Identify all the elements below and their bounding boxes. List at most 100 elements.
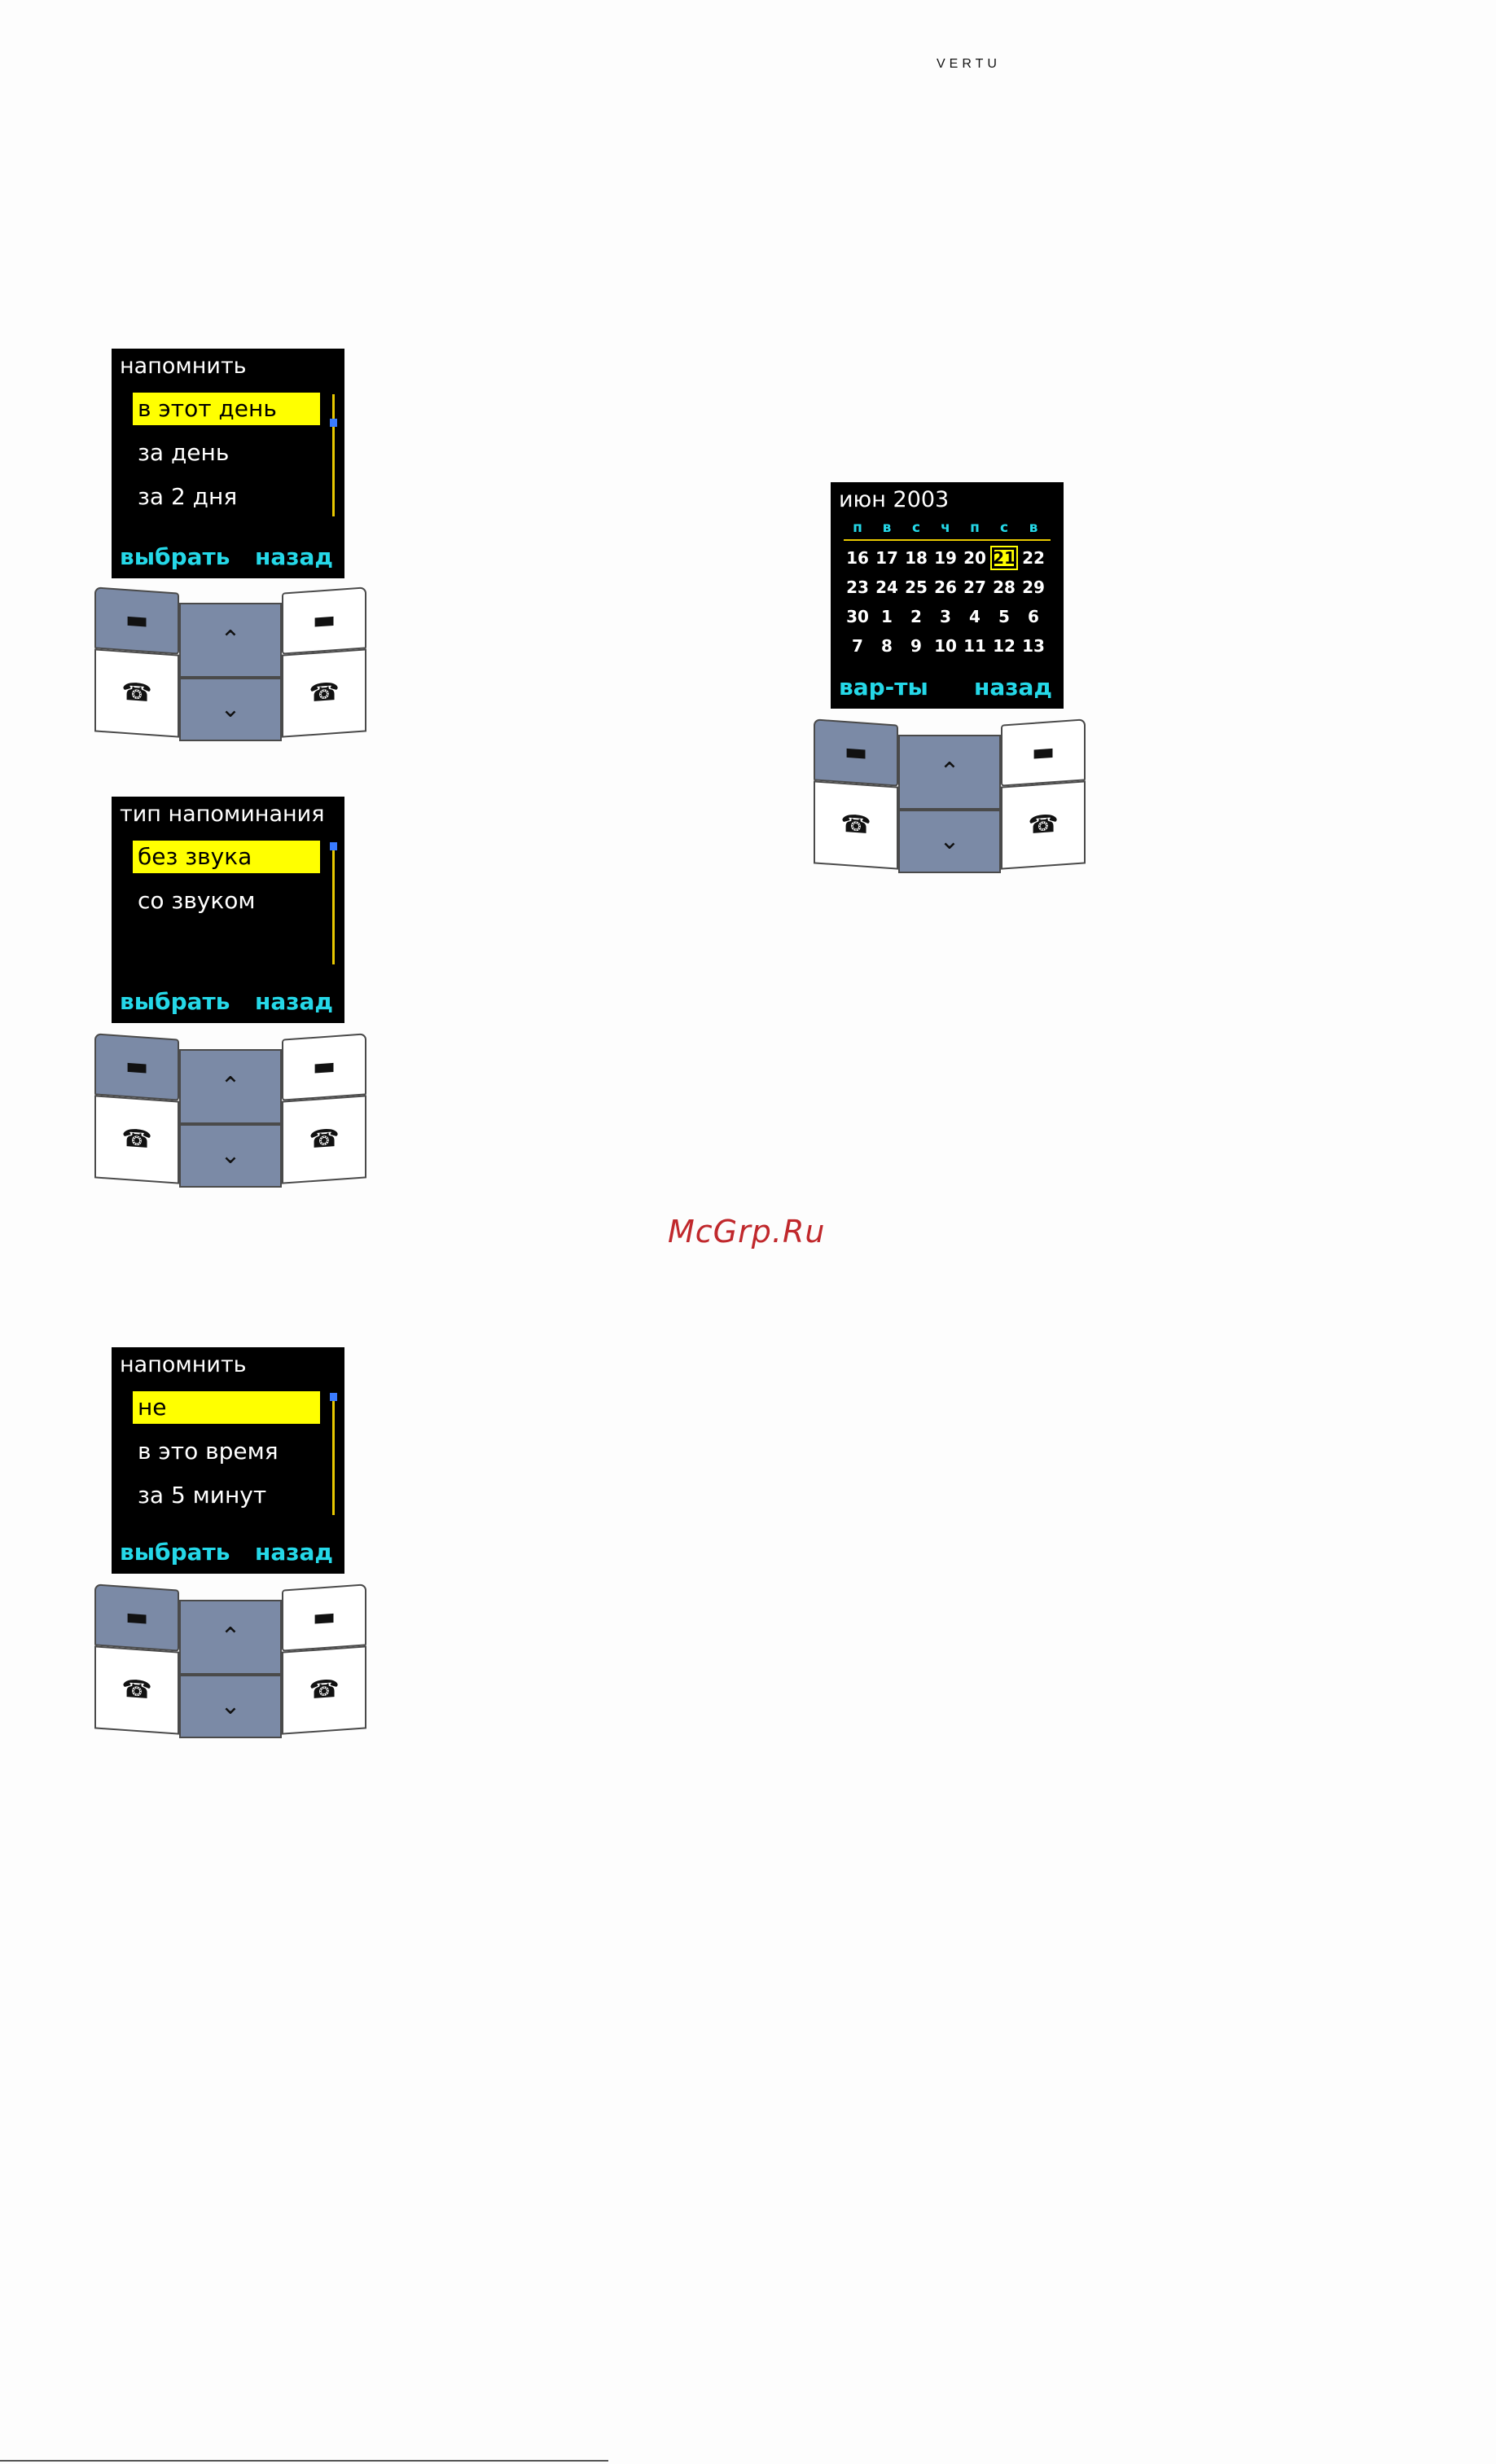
scrollbar[interactable]: [330, 1393, 337, 1515]
left-softkey-icon: ▬: [844, 737, 868, 767]
reminder-screen-1: напомнить в этот день за день за 2 дня в…: [112, 349, 344, 578]
call-icon: ☎: [121, 1123, 152, 1155]
right-softkey-button[interactable]: ▬: [282, 1583, 366, 1652]
nav-up-button[interactable]: ⌃: [179, 603, 282, 678]
calendar-day[interactable]: 25: [905, 578, 928, 597]
calendar-day[interactable]: 20: [963, 548, 986, 568]
calendar-day[interactable]: 4: [969, 607, 981, 626]
calendar-day[interactable]: 21: [990, 546, 1018, 570]
softkey-back[interactable]: назад: [973, 674, 1052, 701]
scrollbar-thumb[interactable]: [330, 842, 337, 850]
menu-option[interactable]: со звуком: [138, 887, 256, 914]
softkey-back[interactable]: назад: [254, 543, 333, 570]
weekday-label: п: [970, 520, 980, 536]
arrow-down-icon: ⌄: [220, 1692, 241, 1720]
calendar-day[interactable]: 30: [846, 607, 869, 626]
calendar-day[interactable]: 27: [963, 578, 986, 597]
call-button[interactable]: ☎: [94, 1645, 179, 1735]
calendar-day[interactable]: 24: [875, 578, 898, 597]
softkey-select[interactable]: выбрать: [120, 988, 230, 1015]
weekday-label: в: [882, 520, 892, 536]
call-button[interactable]: ☎: [94, 648, 179, 738]
left-softkey-icon: ▬: [125, 1602, 149, 1632]
scrollbar-thumb[interactable]: [330, 1393, 337, 1401]
arrow-down-icon: ⌄: [220, 1141, 241, 1170]
calendar-day[interactable]: 3: [940, 607, 951, 626]
calendar-day[interactable]: 10: [934, 636, 957, 656]
call-button[interactable]: ☎: [94, 1095, 179, 1184]
left-softkey-button[interactable]: ▬: [94, 1583, 179, 1652]
nav-up-button[interactable]: ⌃: [179, 1049, 282, 1124]
softkey-options[interactable]: вар-ты: [839, 674, 928, 701]
softkey-select[interactable]: выбрать: [120, 543, 230, 570]
softkey-back[interactable]: назад: [254, 1539, 333, 1566]
menu-option[interactable]: без звука: [133, 841, 320, 873]
calendar-day[interactable]: 2: [910, 607, 922, 626]
calendar-day[interactable]: 6: [1028, 607, 1039, 626]
footer-rule: [0, 2460, 608, 2462]
end-call-button[interactable]: ☎: [282, 1645, 366, 1735]
menu-option[interactable]: в это время: [138, 1438, 279, 1465]
nav-down-button[interactable]: ⌄: [179, 678, 282, 741]
calendar-day[interactable]: 28: [993, 578, 1016, 597]
call-icon: ☎: [121, 677, 152, 709]
left-softkey-button[interactable]: ▬: [94, 586, 179, 655]
calendar-day[interactable]: 19: [934, 548, 957, 568]
calendar-day[interactable]: 18: [905, 548, 928, 568]
menu-option[interactable]: за 2 дня: [138, 483, 238, 510]
calendar-day[interactable]: 23: [846, 578, 869, 597]
calendar-day[interactable]: 9: [910, 636, 922, 656]
watermark-text: McGrp.Ru: [668, 1214, 826, 1250]
menu-option[interactable]: за 5 минут: [138, 1482, 267, 1509]
arrow-down-icon: ⌄: [220, 695, 241, 723]
scrollbar-thumb[interactable]: [330, 419, 337, 427]
calendar-day[interactable]: 22: [1022, 548, 1045, 568]
softkey-select[interactable]: выбрать: [120, 1539, 230, 1566]
menu-option[interactable]: не напоминать: [133, 1391, 320, 1453]
call-button[interactable]: ☎: [814, 780, 898, 870]
scrollbar[interactable]: [330, 842, 337, 964]
scrollbar[interactable]: [330, 394, 337, 516]
arrow-up-icon: ⌃: [220, 626, 241, 654]
end-call-icon: ☎: [309, 1123, 340, 1155]
calendar-day[interactable]: 26: [934, 578, 957, 597]
right-softkey-button[interactable]: ▬: [1001, 718, 1086, 787]
calendar-day[interactable]: 12: [993, 636, 1016, 656]
calendar-day[interactable]: 7: [852, 636, 863, 656]
calendar-day[interactable]: 29: [1022, 578, 1045, 597]
calendar-day[interactable]: 11: [963, 636, 986, 656]
screen-title: напомнить: [120, 354, 247, 379]
left-softkey-button[interactable]: ▬: [94, 1033, 179, 1101]
nav-down-button[interactable]: ⌄: [179, 1675, 282, 1738]
right-softkey-icon: ▬: [312, 1602, 336, 1632]
nav-down-button[interactable]: ⌄: [179, 1124, 282, 1188]
menu-option[interactable]: за день: [138, 439, 230, 466]
right-softkey-icon: ▬: [312, 605, 336, 635]
weekday-label: ч: [941, 520, 950, 536]
end-call-button[interactable]: ☎: [1001, 780, 1086, 870]
softkey-back[interactable]: назад: [254, 988, 333, 1015]
calendar-day[interactable]: 8: [881, 636, 893, 656]
nav-up-button[interactable]: ⌃: [179, 1600, 282, 1675]
menu-option[interactable]: в этот день: [133, 393, 320, 425]
calendar-day[interactable]: 1: [881, 607, 893, 626]
weekday-label: в: [1029, 520, 1038, 536]
nav-up-button[interactable]: ⌃: [898, 735, 1001, 810]
calendar-day[interactable]: 16: [846, 548, 869, 568]
arrow-up-icon: ⌃: [220, 1072, 241, 1100]
end-call-icon: ☎: [1028, 809, 1059, 841]
calendar-day[interactable]: 17: [875, 548, 898, 568]
reminder-type-screen: тип напоминания без звука со звуком выбр…: [112, 797, 344, 1023]
nav-down-button[interactable]: ⌄: [898, 810, 1001, 873]
left-softkey-button[interactable]: ▬: [814, 718, 898, 787]
calendar-day[interactable]: 13: [1022, 636, 1045, 656]
end-call-button[interactable]: ☎: [282, 1095, 366, 1184]
call-icon: ☎: [840, 809, 871, 841]
calendar-day[interactable]: 5: [998, 607, 1010, 626]
right-softkey-icon: ▬: [1031, 737, 1055, 767]
right-softkey-button[interactable]: ▬: [282, 1033, 366, 1101]
end-call-button[interactable]: ☎: [282, 648, 366, 738]
right-softkey-button[interactable]: ▬: [282, 586, 366, 655]
left-softkey-icon: ▬: [125, 605, 149, 635]
